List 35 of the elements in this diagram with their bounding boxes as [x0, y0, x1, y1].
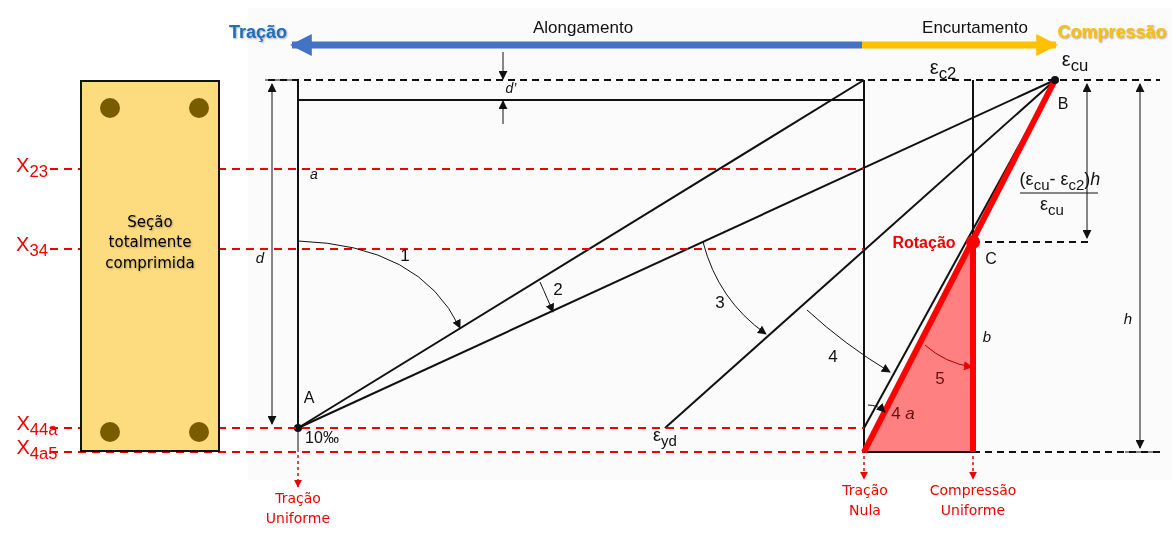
cross-section-box — [80, 80, 220, 452]
leader-arrow — [860, 455, 868, 480]
strain-label: ε$_{c2}$ — [929, 57, 957, 83]
dimension-label: h — [1123, 310, 1133, 326]
rotation-label: Rotação — [892, 235, 956, 251]
leader-text: Tração Uniforme — [264, 489, 332, 529]
point-label: C — [985, 251, 997, 267]
domain-number: 3 — [715, 293, 725, 311]
dimension-label: d — [255, 249, 265, 265]
domain-number: 5 — [935, 369, 945, 387]
leader-arrow — [294, 454, 302, 488]
direction-label: Compressão — [1057, 23, 1167, 41]
axis-label: Encurtamento — [922, 18, 1028, 36]
domain-boundary-label: a — [310, 167, 318, 181]
domain-boundary-label: b — [982, 328, 992, 344]
domain-number: 4 a — [891, 404, 915, 422]
level-label: X$_{34}$ — [16, 234, 48, 260]
leader-arrow — [969, 455, 977, 480]
leader-text: Tração Nula — [841, 481, 889, 521]
leader-text: Compressão Uniforme — [928, 481, 1018, 521]
domain-number: 4 — [828, 347, 838, 365]
direction-label: Tração — [229, 23, 287, 41]
domain-number: 2 — [553, 280, 563, 298]
section-label: Seção totalmente comprimida — [104, 212, 196, 273]
point-label: B — [1057, 96, 1069, 112]
dimension-label: d’ — [505, 81, 517, 95]
level-label: X$_{23}$ — [16, 155, 48, 181]
formula-label: ε$_{cu}$ — [1040, 195, 1064, 217]
domain-number: 1 — [400, 246, 410, 264]
strain-label: 10‰ — [305, 430, 339, 446]
point-label: A — [303, 390, 315, 406]
strain-label: ε$_{cu}$ — [1061, 49, 1089, 75]
axis-label: Alongamento — [532, 18, 634, 36]
strain-label: ε$_{yd}$ — [653, 426, 677, 448]
formula-label: (ε$_{cu}$- ε$_{c2}$)h — [1019, 170, 1101, 192]
